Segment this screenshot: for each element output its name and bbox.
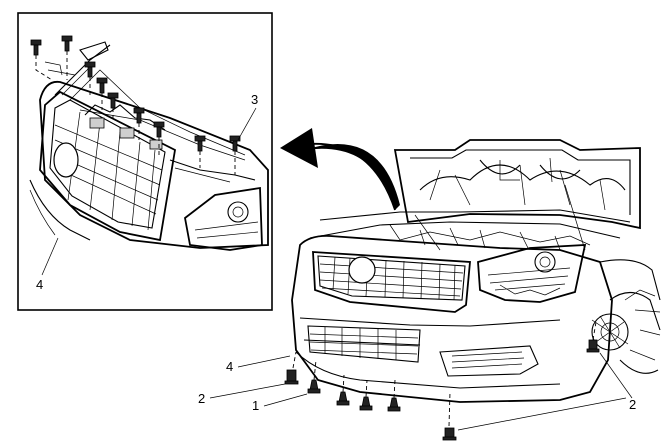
grille-main xyxy=(312,251,471,313)
detail-inset xyxy=(17,12,273,311)
vehicle-front-view xyxy=(284,139,661,441)
push-pin-main-1 xyxy=(307,379,321,394)
bolt-bottom-right xyxy=(442,427,457,441)
bolt-wheel-right xyxy=(586,339,600,353)
callout-2-left: 2 xyxy=(198,391,205,406)
callout-4-main: 4 xyxy=(226,359,233,374)
callout-2-right: 2 xyxy=(629,397,636,412)
push-pin-main-3 xyxy=(359,396,373,411)
headlamp-inset xyxy=(184,186,263,251)
callout-leaders xyxy=(41,107,633,431)
callout-1: 1 xyxy=(252,398,259,413)
headlamp-main xyxy=(477,244,587,303)
grille-inset xyxy=(39,90,176,242)
wheel-area xyxy=(591,259,661,374)
push-pin-main-4 xyxy=(387,397,401,412)
bolt-left-main xyxy=(284,369,299,385)
raised-hood xyxy=(393,139,641,251)
callout-3-inset: 3 xyxy=(251,92,258,107)
callout-4-inset: 4 xyxy=(36,277,43,292)
view-detail-arrow xyxy=(280,128,400,211)
push-pin-main-2 xyxy=(336,391,350,406)
